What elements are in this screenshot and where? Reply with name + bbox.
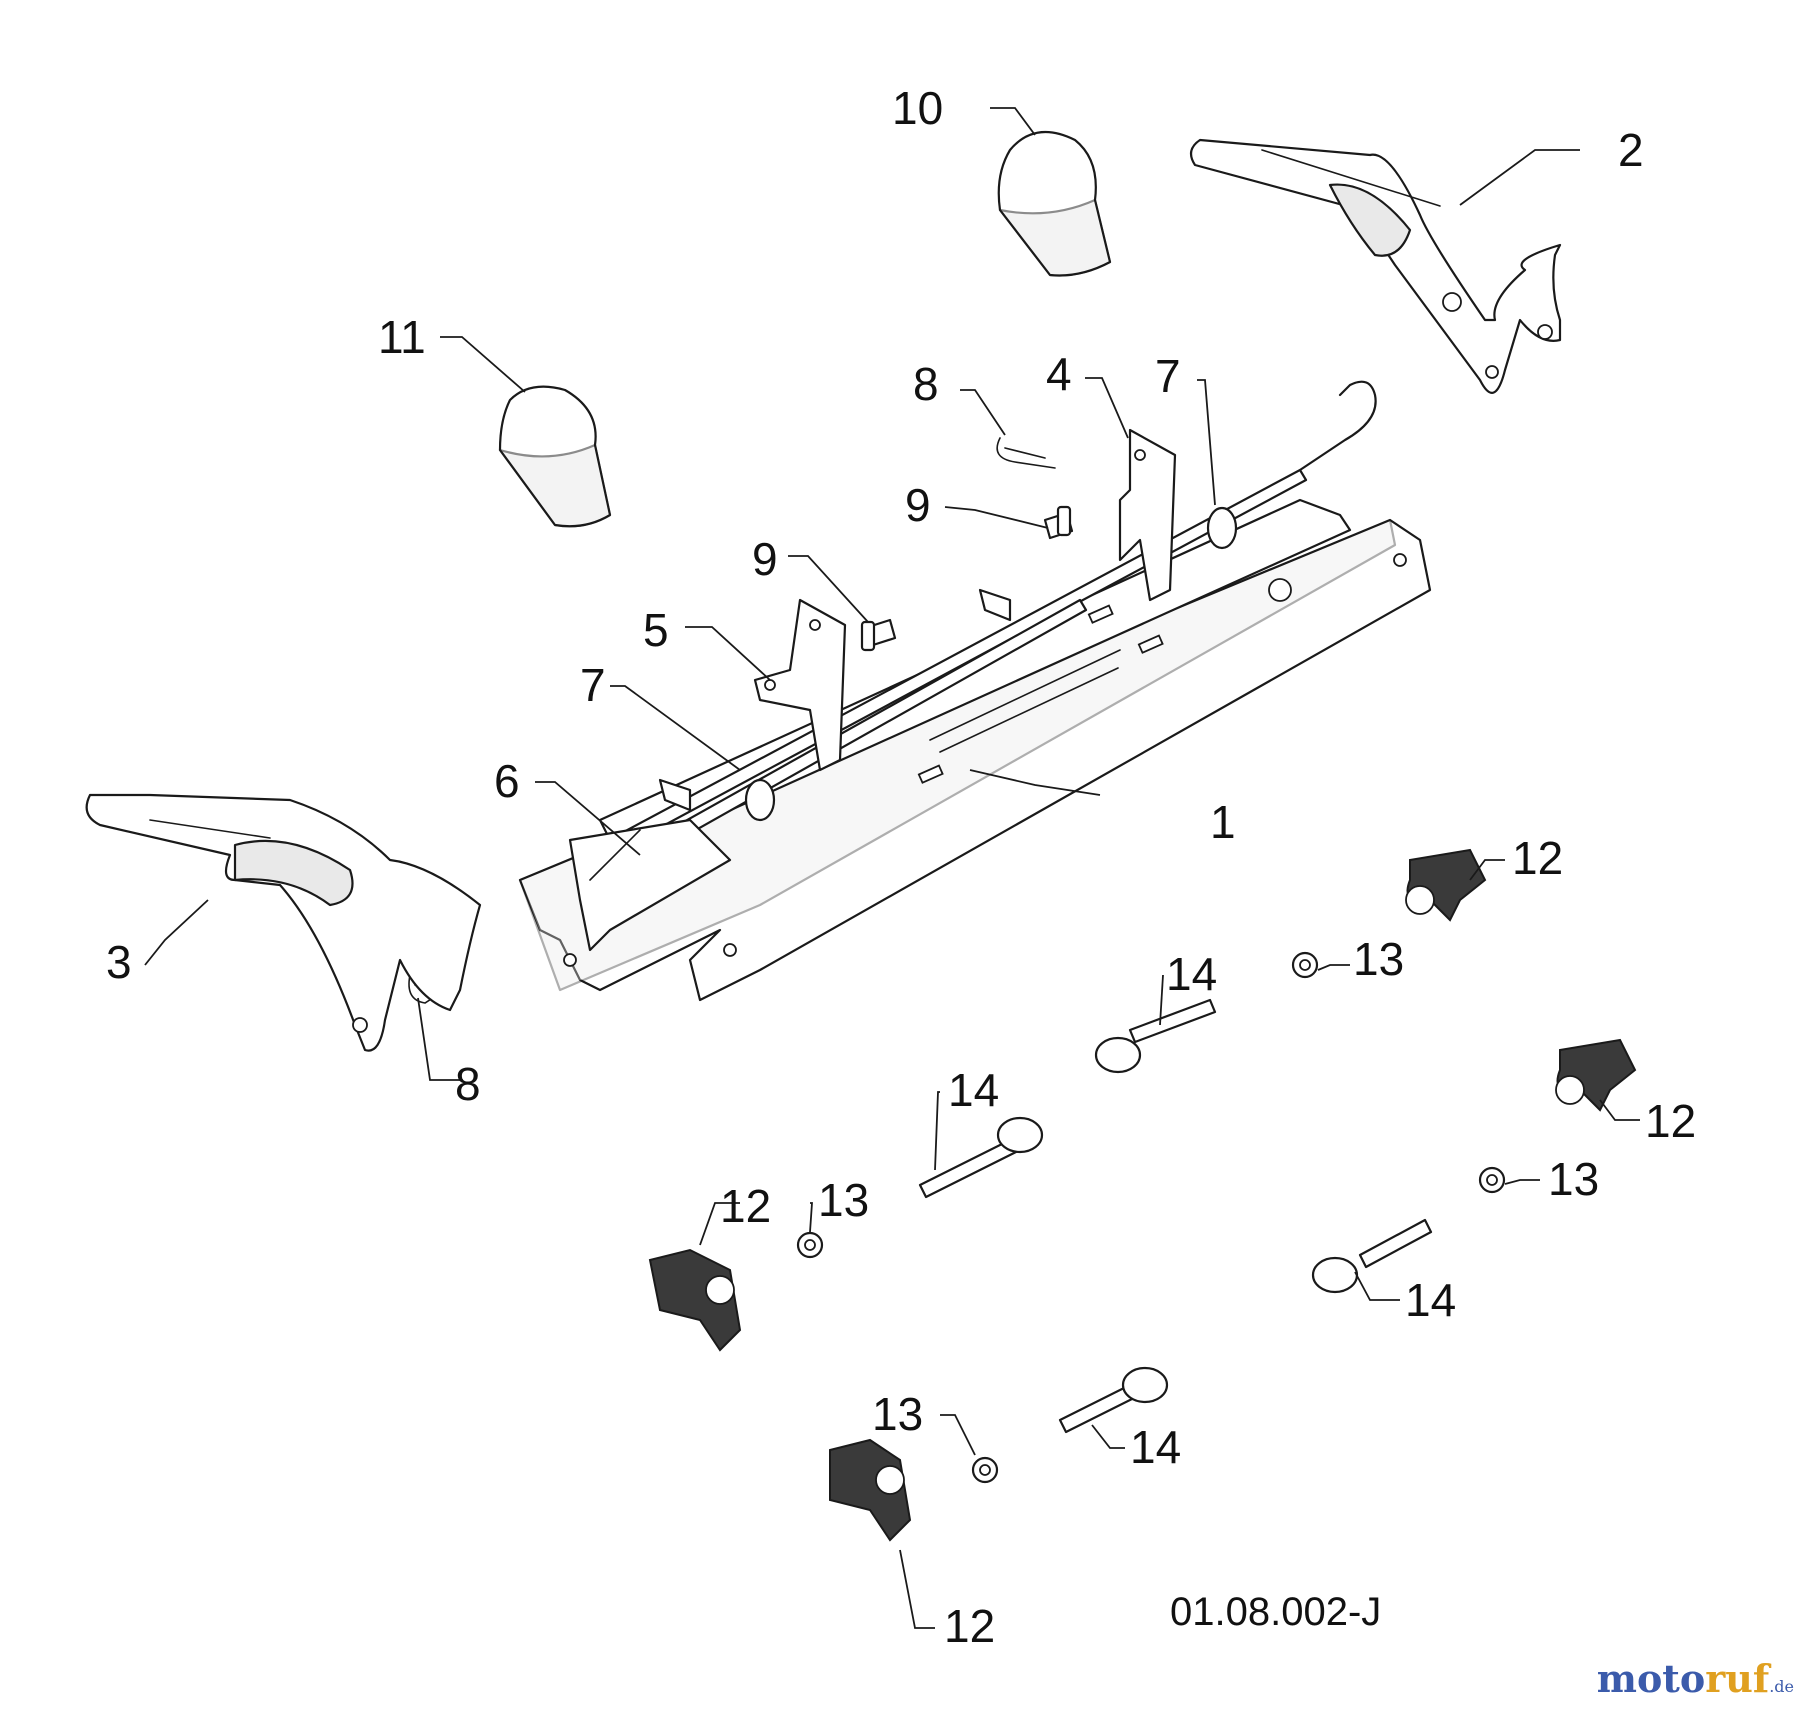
carriage-bolt-part xyxy=(918,998,1433,1434)
lever-knob-part xyxy=(498,130,1112,528)
callout-13d: 13 xyxy=(872,1388,923,1440)
callout-12d: 12 xyxy=(944,1600,995,1652)
mount-tab xyxy=(658,778,692,812)
callout-1: 1 xyxy=(1210,796,1236,848)
watermark-logo: motoruf.de xyxy=(1597,1656,1794,1701)
callout-7b: 7 xyxy=(1155,350,1181,402)
callout-13a: 13 xyxy=(1353,933,1404,985)
callout-12c: 12 xyxy=(720,1180,771,1232)
callout-2: 2 xyxy=(1618,124,1644,176)
callout-9b: 9 xyxy=(752,533,778,585)
callout-7a: 7 xyxy=(580,659,606,711)
left-handle-part xyxy=(85,793,482,1052)
washer-part xyxy=(796,951,1506,1484)
spacer-part xyxy=(744,506,1238,822)
callout-14b: 14 xyxy=(948,1064,999,1116)
right-handle-part xyxy=(1189,138,1562,394)
callout-12a: 12 xyxy=(1512,832,1563,884)
callout-11: 11 xyxy=(378,311,426,363)
callout-14d: 14 xyxy=(1130,1421,1181,1473)
watermark-brand-accent: ruf xyxy=(1705,1656,1770,1701)
flange-bolt-part xyxy=(860,505,1074,652)
main-bracket-part xyxy=(518,498,1432,1002)
leader-lines xyxy=(144,107,1640,1629)
star-knob-part xyxy=(648,848,1637,1542)
callout-6: 6 xyxy=(494,755,520,807)
callout-3: 3 xyxy=(106,936,132,988)
watermark-brand: moto xyxy=(1596,1656,1706,1701)
callout-14c: 14 xyxy=(1405,1274,1456,1326)
diagram-code: 01.08.002-J xyxy=(1170,1590,1382,1634)
left-lever-bracket-part xyxy=(753,598,847,772)
callout-14a: 14 xyxy=(1166,948,1217,1000)
watermark-tld: .de xyxy=(1769,1677,1794,1696)
callout-12b: 12 xyxy=(1645,1095,1696,1147)
mount-tab xyxy=(978,588,1012,622)
callout-5: 5 xyxy=(643,604,669,656)
callout-13c: 13 xyxy=(818,1174,869,1226)
pivot-bracket-part xyxy=(568,818,732,952)
callout-labels: 1 2 3 4 5 6 7 7 8 8 9 9 10 11 12 12 12 1… xyxy=(106,82,1696,1652)
callout-9a: 9 xyxy=(905,479,931,531)
callout-13b: 13 xyxy=(1548,1153,1599,1205)
right-lever-bracket-part xyxy=(1118,428,1177,602)
callout-10: 10 xyxy=(892,82,943,134)
callout-4: 4 xyxy=(1046,348,1072,400)
callout-8a: 8 xyxy=(913,358,939,410)
callout-8b: 8 xyxy=(455,1058,481,1110)
